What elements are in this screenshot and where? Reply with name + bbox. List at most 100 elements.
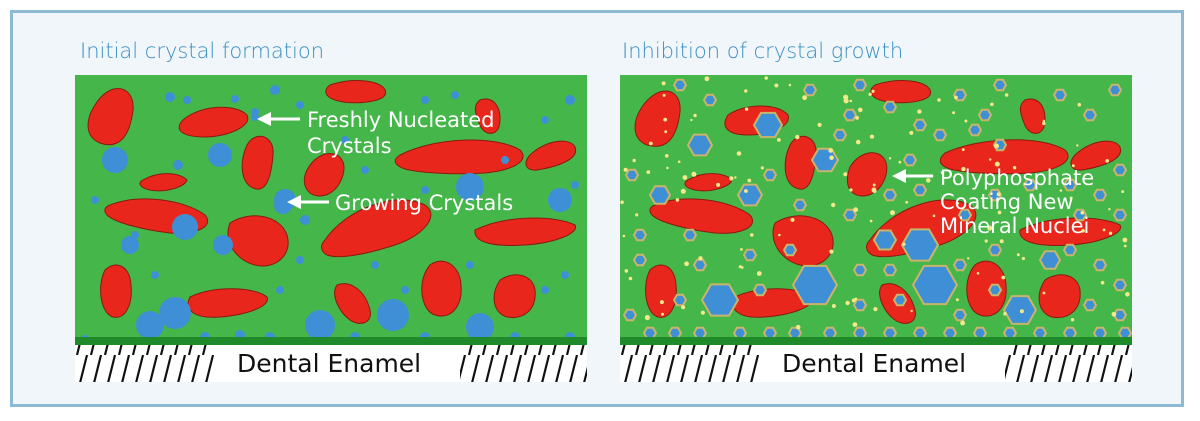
enamel-label: Dental Enamel bbox=[782, 349, 966, 378]
hatch-icon bbox=[620, 345, 760, 382]
panel-right-title: Inhibition of crystal growth bbox=[622, 39, 904, 63]
coated-crystal bbox=[762, 168, 778, 182]
mineral-ion bbox=[1111, 311, 1117, 317]
coated-crystal bbox=[1092, 326, 1108, 340]
coated-crystal bbox=[882, 263, 898, 277]
mineral-ion bbox=[872, 189, 877, 193]
mineral-ion bbox=[620, 200, 624, 204]
coated-crystal bbox=[992, 78, 1008, 92]
coated-crystal bbox=[622, 308, 638, 322]
mineral-ion bbox=[661, 81, 666, 86]
coated-crystal bbox=[852, 326, 868, 340]
coated-crystal bbox=[792, 198, 808, 212]
mineral-blob bbox=[966, 260, 1007, 317]
mineral-ion bbox=[926, 178, 931, 183]
enamel-surface bbox=[75, 337, 587, 345]
hatch-icon bbox=[75, 345, 215, 382]
mineral-ion bbox=[698, 256, 703, 261]
mineral-ion bbox=[744, 89, 748, 93]
mineral-ion bbox=[1100, 280, 1105, 285]
mineral-ion bbox=[648, 141, 653, 146]
coated-crystal bbox=[810, 147, 840, 173]
mineral-ion bbox=[828, 148, 833, 153]
mineral-ion bbox=[905, 200, 909, 204]
mineral-blob bbox=[87, 88, 134, 146]
mineral-ion bbox=[1076, 144, 1079, 147]
mineral-ion bbox=[738, 265, 742, 269]
mineral-ion bbox=[663, 117, 668, 122]
arrow-icon bbox=[287, 195, 329, 209]
coated-crystal bbox=[942, 326, 958, 340]
coated-crystal bbox=[882, 100, 898, 114]
coated-crystal bbox=[1052, 88, 1068, 102]
coated-crystal bbox=[912, 326, 928, 340]
mineral-ion bbox=[690, 118, 693, 122]
mineral-ion bbox=[1123, 244, 1127, 248]
mineral-ion bbox=[989, 158, 992, 161]
mineral-ion bbox=[831, 202, 836, 208]
mineral-ion bbox=[849, 188, 853, 192]
coated-crystal bbox=[648, 185, 672, 205]
coated-crystal bbox=[682, 228, 698, 242]
coated-crystal bbox=[752, 111, 784, 139]
coated-crystal bbox=[1117, 326, 1132, 340]
mineral-ion bbox=[646, 170, 651, 174]
mineral-ion bbox=[873, 307, 878, 312]
mineral-ion bbox=[1070, 318, 1075, 322]
coated-crystal bbox=[787, 326, 803, 340]
mineral-ion bbox=[729, 176, 734, 181]
coated-crystal bbox=[1112, 208, 1128, 222]
mineral-ion bbox=[902, 242, 906, 246]
mineral-ion bbox=[994, 161, 1000, 167]
mineral-ion bbox=[1081, 229, 1085, 233]
coated-crystal bbox=[967, 123, 983, 137]
mineral-ion bbox=[760, 166, 764, 170]
mineral-ion bbox=[869, 134, 875, 139]
panel-left-diagram: Dental Enamel Freshly Nucleated Crystals… bbox=[75, 75, 587, 382]
mineral-ion bbox=[736, 151, 742, 156]
mineral-ion bbox=[681, 305, 686, 310]
mineral-blob bbox=[939, 139, 1069, 175]
hatch-icon bbox=[460, 345, 587, 382]
mineral-blob bbox=[645, 264, 677, 318]
mineral-ion bbox=[890, 210, 895, 216]
arrow-icon bbox=[257, 112, 300, 126]
mineral-ion bbox=[777, 138, 781, 142]
mineral-ion bbox=[1016, 253, 1020, 257]
label-freshly-nucleated: Freshly Nucleated bbox=[307, 108, 495, 132]
mineral-ion bbox=[831, 304, 836, 308]
mineral-ion bbox=[704, 76, 710, 82]
mineral-ion bbox=[937, 98, 941, 102]
mineral-ion bbox=[843, 172, 848, 177]
mineral-ion bbox=[778, 233, 781, 237]
coated-crystal bbox=[1107, 83, 1123, 97]
coated-crystal bbox=[782, 243, 798, 257]
coated-crystal bbox=[632, 228, 648, 242]
mineral-blob bbox=[1070, 140, 1122, 171]
mineral-blob bbox=[732, 288, 813, 318]
mineral-ion bbox=[716, 182, 721, 187]
mineral-blob bbox=[100, 264, 132, 318]
mineral-ion bbox=[849, 99, 853, 103]
coated-crystal bbox=[952, 258, 968, 272]
mineral-ion bbox=[852, 322, 858, 327]
coated-crystal bbox=[1092, 258, 1108, 272]
mineral-blob bbox=[139, 173, 188, 192]
mineral-ion bbox=[817, 122, 822, 127]
enamel-label: Dental Enamel bbox=[237, 349, 421, 378]
mineral-ion bbox=[1121, 190, 1125, 194]
mineral-ion bbox=[854, 297, 858, 301]
coated-crystal bbox=[1082, 108, 1098, 122]
coated-crystal bbox=[852, 298, 868, 312]
coated-crystal bbox=[1002, 326, 1018, 340]
hatch-icon bbox=[1005, 345, 1132, 382]
coated-crystal bbox=[852, 78, 868, 92]
mineral-ion bbox=[987, 225, 993, 231]
mineral-blob bbox=[1038, 274, 1081, 319]
mineral-blob bbox=[474, 217, 577, 246]
coated-crystal bbox=[791, 264, 839, 306]
coated-crystal bbox=[667, 326, 683, 340]
mineral-ion bbox=[744, 189, 748, 193]
mineral-ion bbox=[997, 210, 1002, 215]
mineral-blob bbox=[649, 198, 753, 234]
